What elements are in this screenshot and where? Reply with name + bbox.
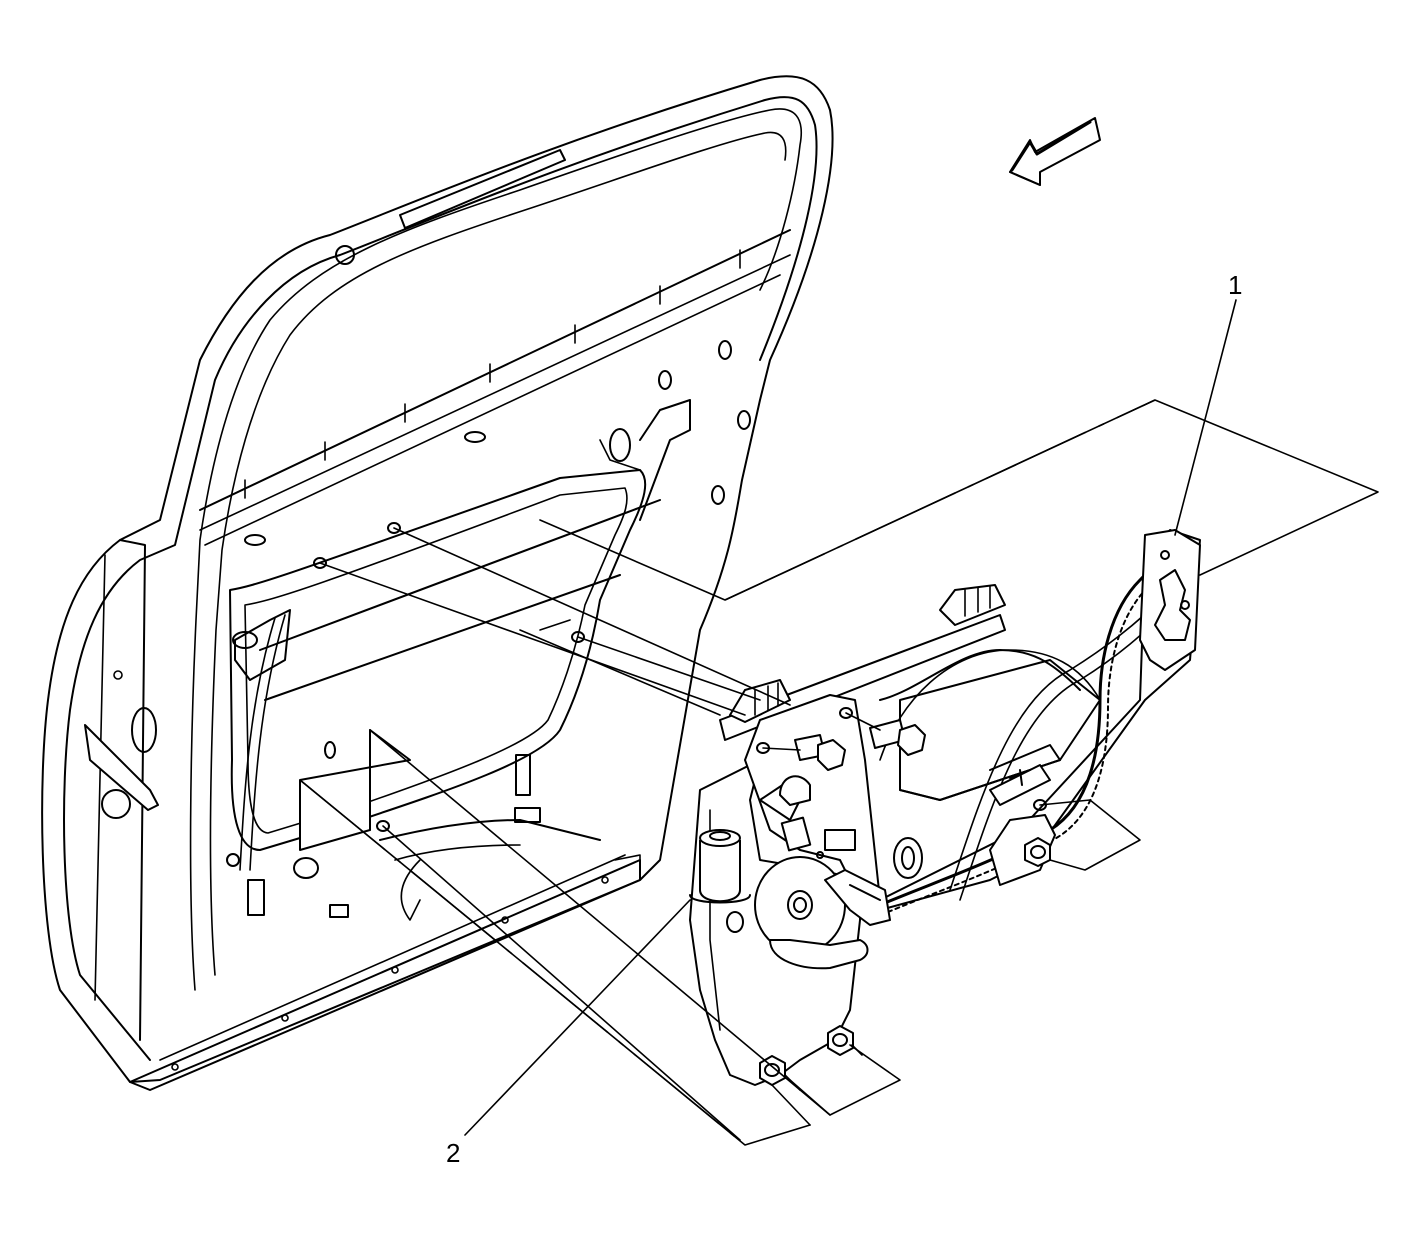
callout-2: 2 <box>446 899 691 1168</box>
callout-label-1: 1 <box>1228 270 1242 300</box>
arrow-pointing-forward-icon <box>1009 117 1101 186</box>
callout-label-2: 2 <box>446 1138 460 1168</box>
callout-1: 1 <box>1174 270 1242 536</box>
door-inner-panel <box>226 340 751 921</box>
alignment-lines <box>299 399 1379 1146</box>
window-regulator-assembly <box>689 529 1201 1086</box>
door-frame <box>41 75 834 1091</box>
